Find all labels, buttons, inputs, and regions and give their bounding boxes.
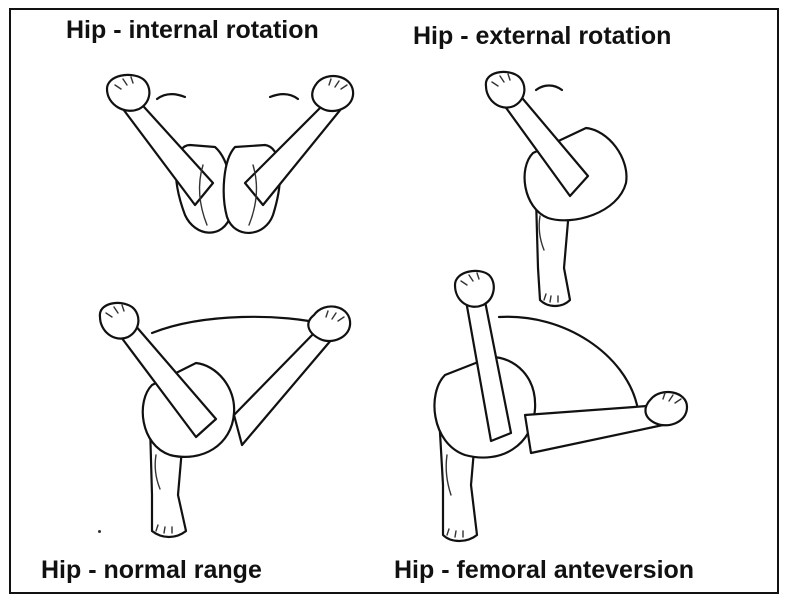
label-internal-rotation: Hip - internal rotation	[66, 16, 319, 44]
speck	[98, 530, 101, 533]
illustration-internal-rotation	[95, 65, 365, 250]
label-normal-range: Hip - normal range	[41, 556, 262, 584]
label-external-rotation: Hip - external rotation	[413, 22, 672, 50]
illustration-external-rotation	[478, 68, 648, 313]
illustration-femoral-anteversion	[425, 265, 695, 550]
label-femoral-anteversion: Hip - femoral anteversion	[394, 556, 695, 584]
illustration-normal-range	[92, 295, 362, 545]
